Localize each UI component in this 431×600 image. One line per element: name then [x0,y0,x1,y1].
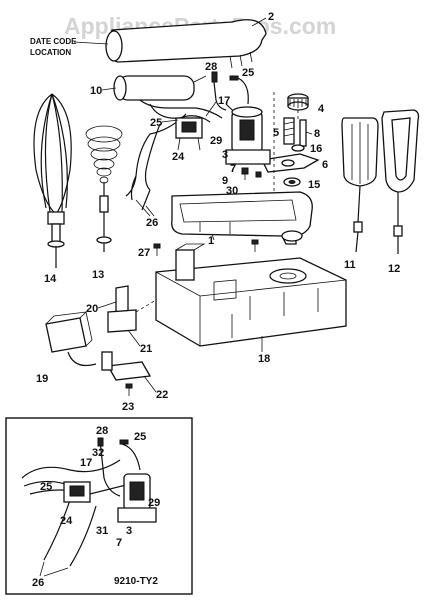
inset-callout-17: 17 [80,457,92,469]
part-18-base [155,243,347,347]
part-22-plug [101,351,152,381]
part-6-bracket [261,153,320,173]
callout-17: 17 [218,95,230,107]
part-8-pin [299,119,307,147]
callout-16: 16 [310,143,322,155]
callout-29: 29 [210,135,222,147]
callout-12: 12 [388,263,400,275]
inset-callout-26: 26 [32,577,44,589]
part-3-motor-assembly [225,106,271,165]
callout-1: 1 [208,235,214,247]
inset-callout-25-top: 25 [134,431,146,443]
callout-25-left: 25 [150,117,162,129]
part-27-screw-right [251,239,259,252]
part-20-bracket [107,285,137,333]
callout-14: 14 [44,273,57,285]
inset-callout-3: 3 [126,525,132,537]
inset-callout-29: 29 [148,497,160,509]
callout-15: 15 [308,179,320,191]
date-code-label-line2: LOCATION [30,48,71,57]
callout-24: 24 [172,151,185,163]
callout-10: 10 [90,85,102,97]
inset-callout-24: 24 [60,515,73,527]
callout-21: 21 [140,343,152,355]
part-11-beater [341,117,379,253]
part-13-spiral-whisk [85,125,123,252]
callout-20: 20 [86,303,98,315]
callout-6: 6 [322,159,328,171]
callout-11: 11 [344,259,356,271]
part-23-screw [125,383,133,396]
callout-18: 18 [258,353,270,365]
part-14-balloon-whisk [33,93,72,268]
inset-callout-32: 32 [92,447,104,459]
callout-23: 23 [122,401,134,413]
callout-25-top: 25 [242,67,254,79]
inset-callout-28: 28 [96,425,108,437]
part-5-worm-shaft [283,117,295,145]
part-30-screw [255,171,262,178]
callout-5: 5 [273,127,279,139]
callout-2: 2 [268,11,274,23]
callout-4: 4 [318,103,325,115]
part-26-cord [130,175,151,211]
inset-callout-7: 7 [116,537,122,549]
part-27-screw [153,243,161,256]
part-19-adapter [45,311,97,367]
part-9-screw [241,167,249,180]
callout-9: 9 [222,175,228,187]
part-15-washer [283,177,301,187]
part-28-terminal [211,71,227,111]
callout-13: 13 [92,269,104,281]
part-12-flat-beater [381,109,420,254]
callout-7: 7 [230,163,236,175]
callout-26: 26 [146,217,158,229]
part-24-switch [175,117,203,151]
part-10-motor [113,75,207,101]
inset-model-number: 9210-TY2 [114,576,158,587]
inset-detail-box [5,417,193,595]
part-1-mixer-head [171,191,313,245]
part-4-gear [287,93,309,111]
inset-wiring [21,437,157,567]
callout-27: 27 [138,247,150,259]
part-2-housing-cover [105,19,267,69]
date-code-label-line1: DATE CODE [30,37,77,46]
callout-28: 28 [205,61,217,73]
callout-19: 19 [36,373,48,385]
part-25-terminal-top [229,75,249,105]
callout-22: 22 [156,389,168,401]
part-16-washer [291,144,305,152]
callout-3: 3 [222,149,228,161]
callout-8: 8 [314,128,320,140]
inset-callout-31: 31 [96,525,108,537]
inset-callout-25-left: 25 [40,481,52,493]
